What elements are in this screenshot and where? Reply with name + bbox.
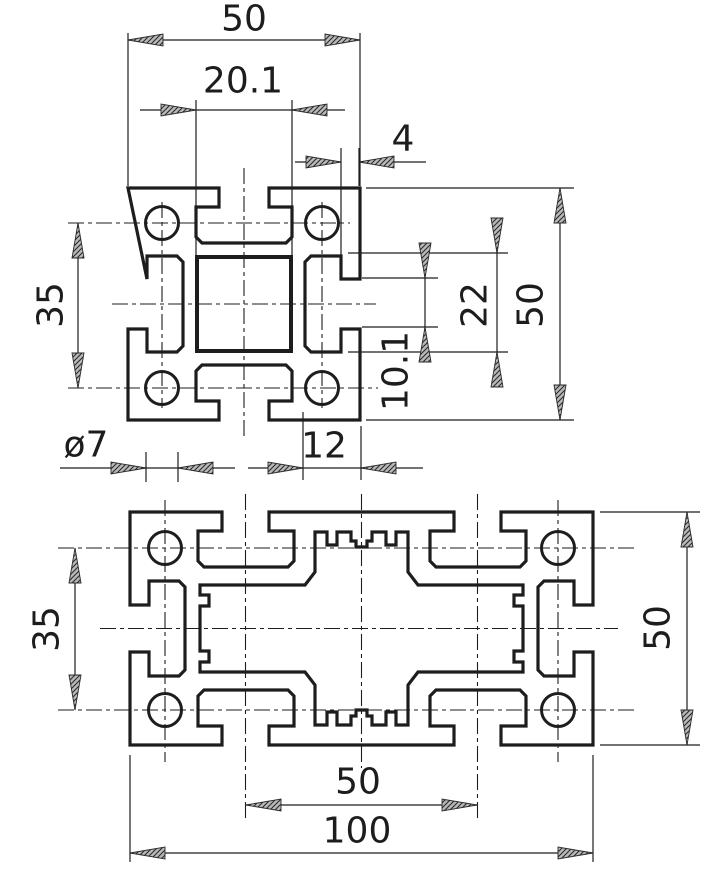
top-profile-core-bore — [195, 255, 293, 353]
profile-outlines — [126, 186, 595, 747]
arrow — [305, 155, 342, 169]
arrow — [553, 187, 567, 224]
dim-top-hole-diameter: ø7 — [64, 425, 109, 466]
top-profile-hole-bottom-right — [304, 370, 340, 406]
arrow — [71, 352, 85, 389]
bottom-profile-hole-top-left — [147, 530, 183, 566]
dim-line-height-top — [366, 187, 574, 421]
top-profile-hole-bottom-left — [144, 370, 180, 406]
dim-bottom-hole-spacing: 35 — [27, 606, 68, 652]
dim-line-core — [140, 100, 345, 257]
bottom-profile-hole-bottom-right — [540, 692, 576, 728]
bottom-profile-outline — [128, 510, 595, 747]
bottom-profile-hole-top-right — [540, 530, 576, 566]
bottom-profile-hole-bottom-left — [147, 692, 183, 728]
top-profile-hole-top-left — [144, 205, 180, 241]
dim-line-width-bottom — [129, 755, 594, 862]
arrow — [358, 155, 395, 169]
arrow — [68, 674, 82, 711]
arrow — [291, 103, 328, 117]
arrow — [71, 222, 85, 259]
dim-top-overall-width: 50 — [221, 0, 267, 40]
arrow — [441, 798, 478, 812]
arrow — [129, 846, 166, 860]
dimension-lines — [60, 33, 700, 862]
arrow — [127, 33, 164, 47]
dim-bottom-overall-height: 50 — [638, 605, 679, 651]
arrow — [418, 242, 432, 279]
dim-top-overall-height: 50 — [511, 282, 552, 328]
dim-top-core-width: 20.1 — [203, 61, 283, 102]
arrow — [68, 547, 82, 584]
arrow — [245, 798, 282, 812]
dim-top-lip-depth: 4 — [392, 119, 415, 160]
dim-bottom-slot-spacing: 50 — [335, 762, 381, 803]
arrow — [110, 461, 147, 475]
arrow — [360, 461, 397, 475]
dim-top-slot-cavity-width: 22 — [455, 282, 496, 328]
dim-line-width-top — [127, 33, 361, 186]
arrow — [553, 384, 567, 421]
arrow — [680, 511, 694, 548]
arrow — [680, 709, 694, 746]
arrow — [490, 217, 504, 254]
dim-line-height-bottom — [600, 511, 700, 746]
arrow — [160, 103, 197, 117]
dim-top-hole-spacing: 35 — [31, 282, 72, 328]
top-profile-hole-top-right — [304, 205, 340, 241]
bottom-profile-central-cavity — [198, 530, 525, 727]
arrow — [324, 33, 361, 47]
dimension-arrows — [68, 33, 694, 860]
top-profile-outline — [126, 186, 362, 422]
arrow — [418, 326, 432, 363]
arrow — [177, 461, 214, 475]
dim-top-slot-edge-offset: 12 — [301, 426, 347, 467]
arrow — [490, 351, 504, 388]
dim-bottom-overall-width: 100 — [323, 811, 392, 852]
dimension-labels: 50 20.1 4 35 ø7 12 10.1 22 50 35 50 50 1… — [27, 0, 679, 852]
arrow — [557, 846, 594, 860]
dim-top-slot-opening: 10.1 — [376, 331, 417, 411]
arrow — [267, 461, 304, 475]
